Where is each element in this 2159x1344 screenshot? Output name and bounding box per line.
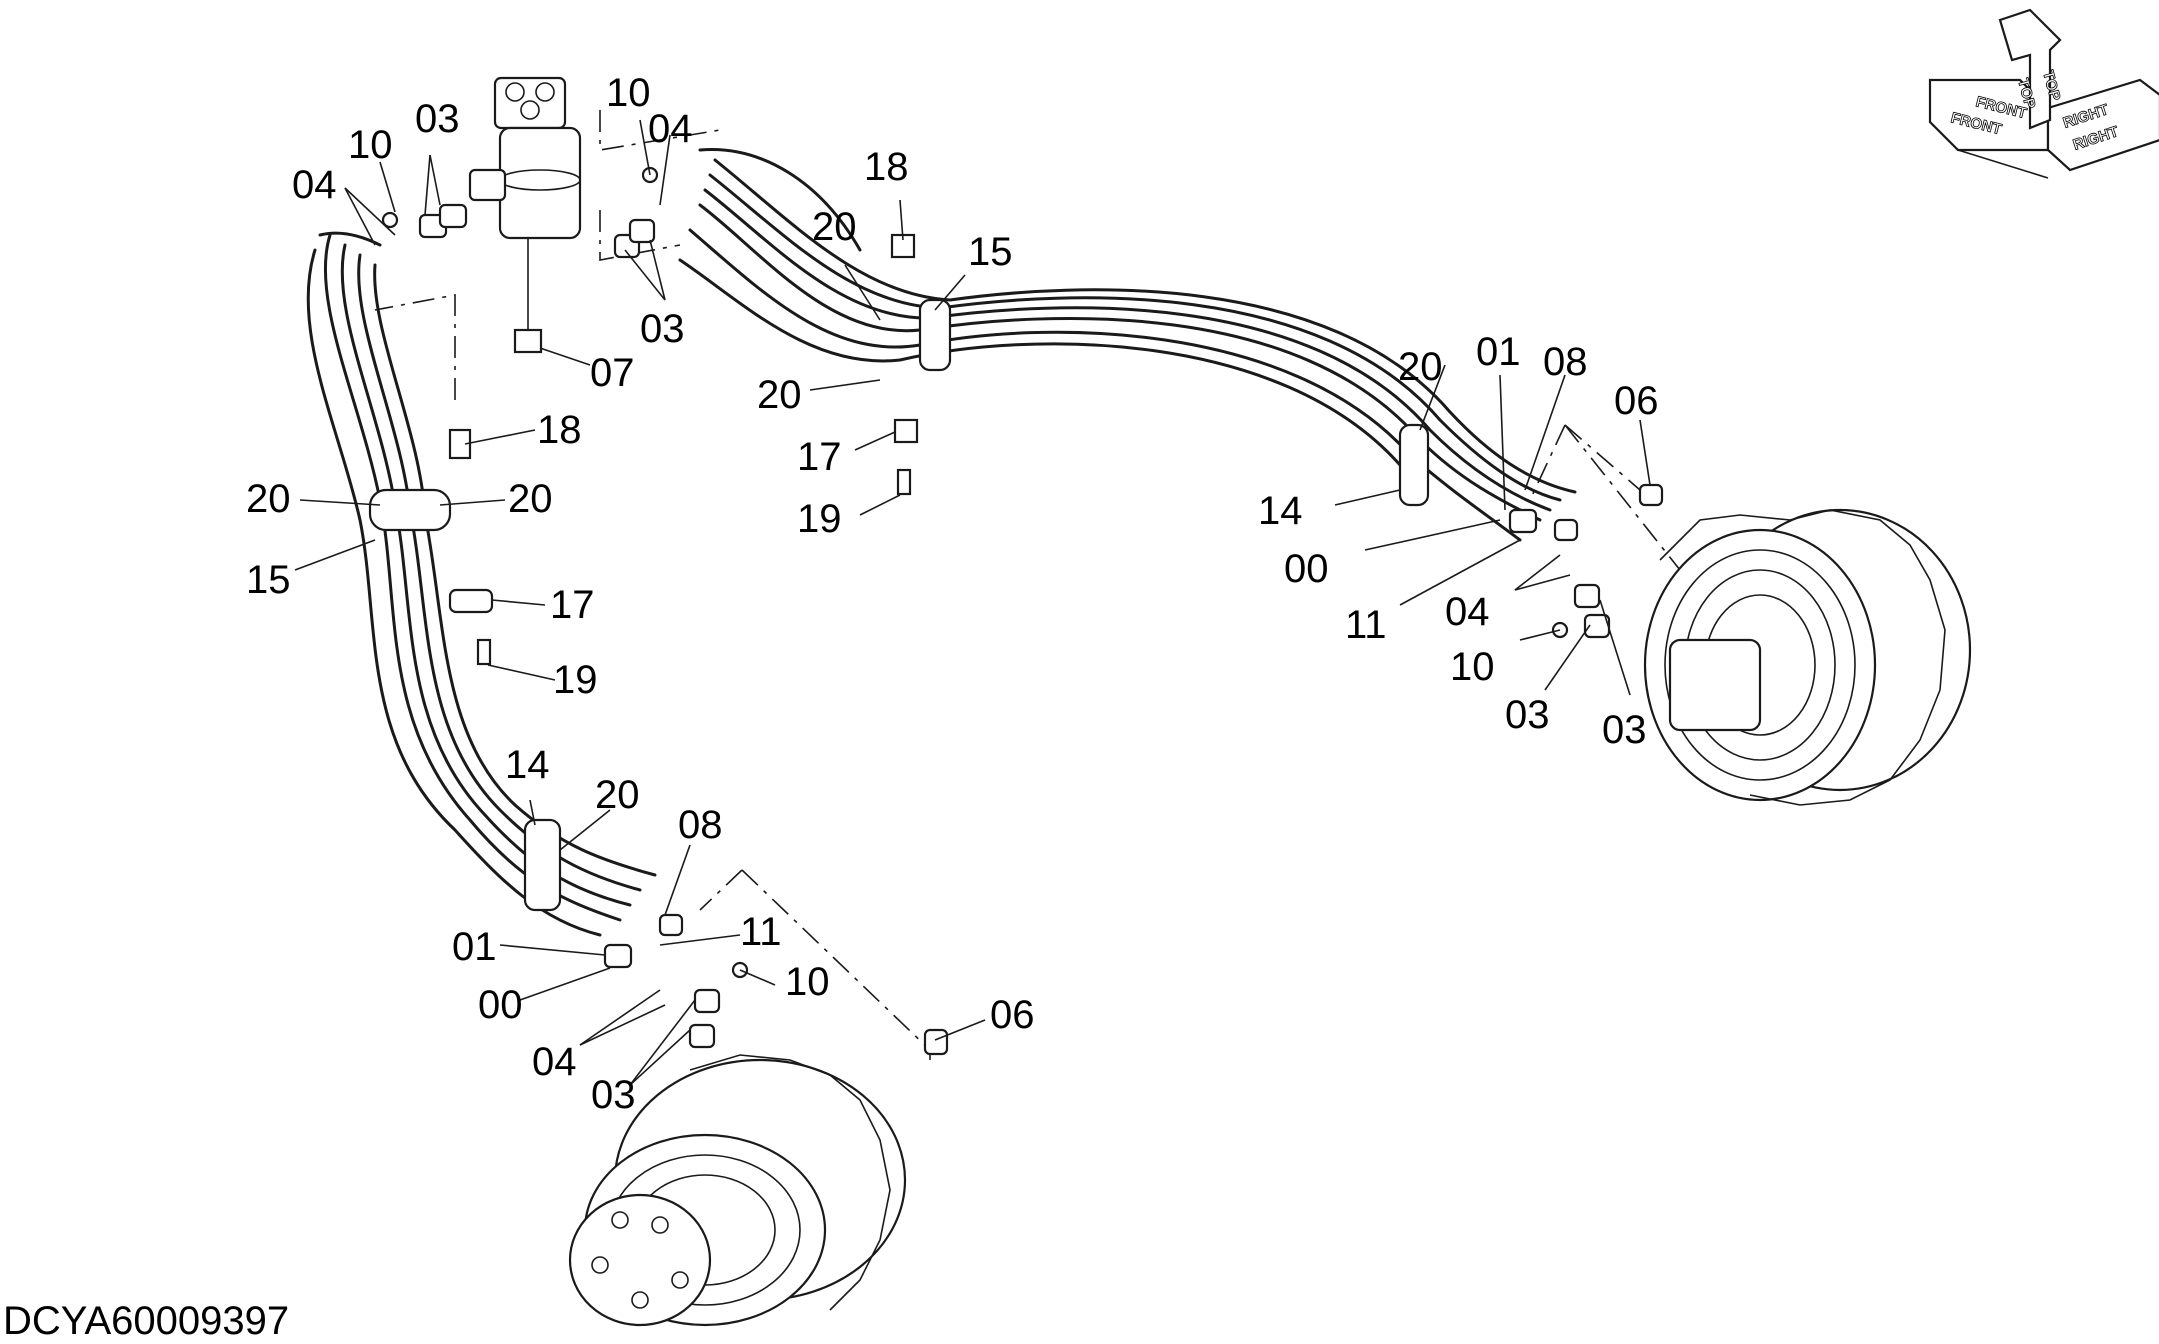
callout-upper-17: 17 [797, 435, 842, 479]
callout-left-20-a: 20 [246, 477, 291, 521]
callout-left-19: 19 [553, 658, 598, 702]
upper-hose-bundle [678, 148, 1577, 542]
callout-swivel-right-10: 10 [606, 71, 651, 115]
callout-swivel-left-03: 03 [415, 97, 460, 141]
hose-clamps [368, 233, 1430, 912]
callout-right-10: 10 [1450, 645, 1495, 689]
callout-right-01: 01 [1476, 330, 1521, 374]
callout-upper-20-bottom: 20 [757, 373, 802, 417]
callout-right-00: 00 [1284, 547, 1329, 591]
callout-lower-08: 08 [678, 803, 723, 847]
callout-swivel-right-03: 03 [640, 307, 685, 351]
callout-left-15: 15 [246, 558, 291, 602]
callout-lower-11: 11 [740, 910, 782, 954]
callout-lower-03: 03 [591, 1073, 636, 1117]
callout-right-20: 20 [1398, 345, 1443, 389]
callout-right-04: 04 [1445, 590, 1490, 634]
callout-swivel-left-04: 04 [292, 163, 337, 207]
callout-right-06: 06 [1614, 379, 1659, 423]
callout-lower-20: 20 [595, 773, 640, 817]
callout-lower-06: 06 [990, 993, 1035, 1037]
callout-right-08: 08 [1543, 340, 1588, 384]
left-hose-bundle [306, 231, 657, 937]
callout-right-03-b: 03 [1602, 708, 1647, 752]
callout-lower-00: 00 [478, 983, 523, 1027]
callout-lower-01: 01 [452, 925, 497, 969]
orientation-symbol: FRONT FRONT TOP TOP RIGHT RIGHT [1928, 8, 2159, 179]
callout-upper-18: 18 [864, 145, 909, 189]
leader-lines [294, 119, 1651, 1086]
right-travel-motor [1643, 508, 1972, 806]
swivel-joint [468, 76, 582, 354]
callout-swivel-left-10: 10 [348, 123, 393, 167]
callout-lower-04: 04 [532, 1040, 577, 1084]
callout-upper-15: 15 [968, 230, 1013, 274]
callout-right-03-a: 03 [1505, 693, 1550, 737]
callout-swivel-bottom-07: 07 [590, 351, 635, 395]
callout-left-18: 18 [537, 408, 582, 452]
callout-labels: 04 10 03 10 04 03 07 18 20 15 20 17 19 1… [246, 71, 1659, 1117]
document-id: DCYA60009397 [3, 1299, 289, 1343]
callout-left-17: 17 [550, 583, 595, 627]
callout-lower-10: 10 [785, 960, 830, 1004]
lower-travel-motor [568, 1054, 907, 1327]
callout-right-11: 11 [1345, 603, 1387, 647]
callout-left-20-b: 20 [508, 477, 553, 521]
fittings [381, 166, 1664, 1056]
callout-upper-19: 19 [797, 497, 842, 541]
callout-lower-14: 14 [505, 743, 550, 787]
callout-right-14: 14 [1258, 489, 1303, 533]
callout-upper-20-top: 20 [812, 205, 857, 249]
callout-swivel-right-04: 04 [648, 107, 693, 151]
